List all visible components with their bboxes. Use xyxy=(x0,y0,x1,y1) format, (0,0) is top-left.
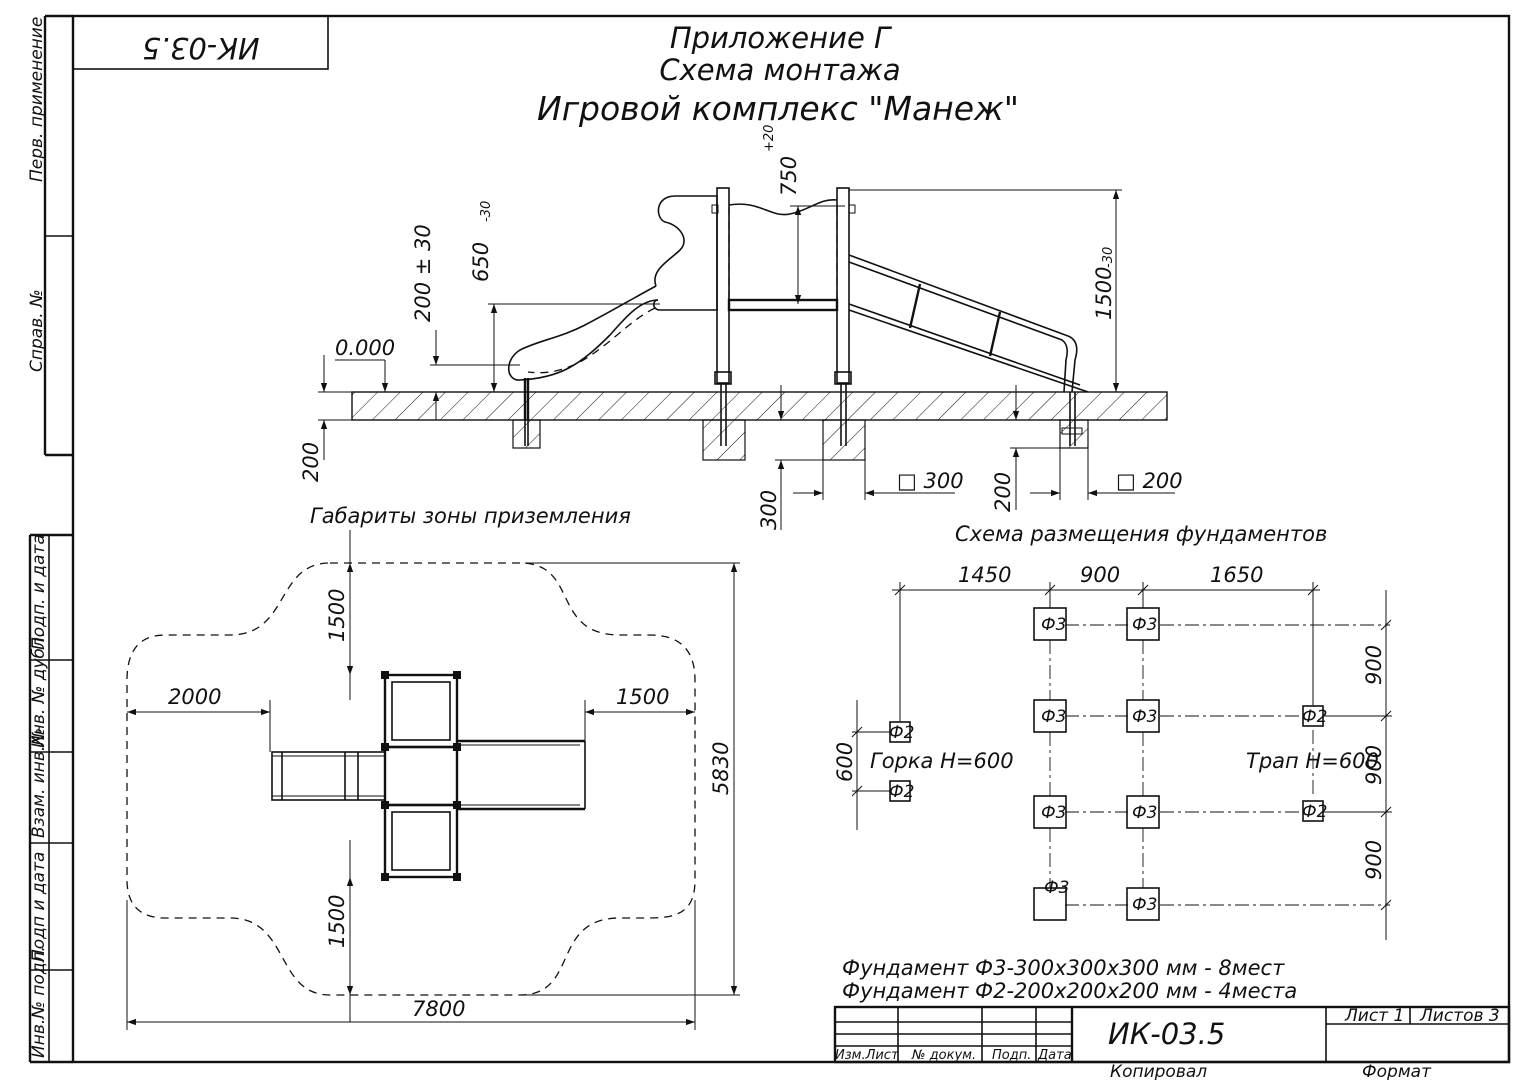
dim-1450: 1450 xyxy=(958,563,1011,587)
dim-1500-tol: -30 xyxy=(1101,247,1116,268)
elevation-dimensions: 200 0.000 200 ± 30 650 -30 750 +20 1500 … xyxy=(299,125,1183,530)
dim-900-r2: 900 xyxy=(1362,745,1386,785)
title-block: ИК-03.5 Изм.Лист № докум. Подп. Дата Лис… xyxy=(833,1005,1511,1064)
label-slide: Горка H=600 xyxy=(870,749,1014,773)
side-label-podp-data-2: Подп и дата xyxy=(29,852,49,962)
dim-650: 650 xyxy=(469,242,493,282)
dim-200-right: 200 xyxy=(991,472,1015,512)
col-data: Дата xyxy=(1037,1048,1072,1063)
f2-label: Ф2 xyxy=(1302,802,1327,822)
sheet-count: Листов 3 xyxy=(1419,1006,1500,1026)
col-podp: Подп. xyxy=(992,1048,1031,1063)
dim-200-left: 200 xyxy=(299,442,323,482)
landing-zone-outline xyxy=(126,562,696,996)
drawing-title: Приложение Г Схема монтажа Игровой компл… xyxy=(537,21,1019,128)
dim-1500-right: 1500 xyxy=(616,685,669,709)
slide-structure xyxy=(507,195,718,446)
dim-1650: 1650 xyxy=(1210,563,1263,587)
dim-200-pm30: 200 ± 30 xyxy=(411,224,435,322)
side-label-perv-primenenie: Перв. применение xyxy=(27,17,47,182)
dim-900-r1: 900 xyxy=(1362,645,1386,685)
dim-900-r3: 900 xyxy=(1362,840,1386,880)
title-block-code: ИК-03.5 xyxy=(1108,1017,1225,1051)
side-label-podp-data-1: Подп. и дата xyxy=(29,534,49,650)
zero-mark: 0.000 xyxy=(335,336,395,360)
foundation-axes xyxy=(1049,624,1390,906)
side-label-inv-dubl: Инв. № дубл. xyxy=(29,632,49,748)
f2-label: Ф2 xyxy=(889,782,914,802)
foundation-plan-title: Схема размещения фундаментов xyxy=(955,522,1327,546)
dim-2000: 2000 xyxy=(168,685,221,709)
foundation-f3-set: Ф3 Ф3 Ф3 Ф3 Ф3 Ф3 Ф3 Ф3 xyxy=(1033,607,1160,921)
landing-zone-dimensions: 1500 2000 1500 5830 1500 7800 xyxy=(126,530,740,1030)
ground-section xyxy=(351,391,1168,421)
dim-900-top: 900 xyxy=(1080,563,1120,587)
dim-sq200: □ 200 xyxy=(1116,469,1183,493)
dim-750: 750 xyxy=(777,156,801,196)
stamp-box: ИК-03.5 xyxy=(72,15,329,70)
f3-label: Ф3 xyxy=(1044,878,1069,898)
side-labels: Перв. применение Справ. № Подп. и дата И… xyxy=(27,17,49,1058)
label-ramp: Трап H=600 xyxy=(1246,749,1379,773)
complex-plan xyxy=(271,671,586,881)
note-line1: Фундамент Ф3-300х300х300 мм - 8мест xyxy=(842,956,1285,980)
dim-1500: 1500 xyxy=(1092,267,1116,320)
ramp-structure xyxy=(848,254,1089,446)
label-format: Формат xyxy=(1362,1062,1432,1080)
foundation-plan: Схема размещения фундаментов Ф3 Ф3 Ф3 xyxy=(833,522,1392,940)
foundation-pits xyxy=(512,419,1089,461)
dim-750-tol: +20 xyxy=(762,125,777,152)
title-line3: Игровой комплекс "Манеж" xyxy=(537,89,1019,128)
dim-300: 300 xyxy=(757,490,781,530)
stamp-code: ИК-03.5 xyxy=(142,31,259,65)
f2-label: Ф2 xyxy=(889,723,914,743)
f2-label: Ф2 xyxy=(1302,707,1327,727)
f3-label: Ф3 xyxy=(1041,803,1066,823)
f3-label: Ф3 xyxy=(1132,803,1157,823)
title-line1: Приложение Г xyxy=(670,21,893,55)
landing-zone-plan: Габариты зоны приземления xyxy=(126,504,740,1030)
dim-1500-bottom: 1500 xyxy=(325,895,349,948)
elevation-view: 200 0.000 200 ± 30 650 -30 750 +20 1500 … xyxy=(299,125,1183,530)
dim-5830: 5830 xyxy=(709,742,733,795)
f3-label: Ф3 xyxy=(1041,707,1066,727)
f3-label: Ф3 xyxy=(1132,615,1157,635)
sheet-number: Лист 1 xyxy=(1344,1006,1404,1026)
sheet-frame xyxy=(28,14,1511,1064)
side-label-vzam-inv: Взам. инв.№ xyxy=(29,728,49,838)
f3-label: Ф3 xyxy=(1132,895,1157,915)
dim-sq300: □ 300 xyxy=(897,469,964,493)
foundation-notes: Фундамент Ф3-300х300х300 мм - 8мест Фунд… xyxy=(842,956,1297,1003)
dim-7800: 7800 xyxy=(412,997,465,1021)
frame-posts xyxy=(711,187,856,446)
title-line2: Схема монтажа xyxy=(659,53,900,87)
side-label-inv-podl: Инв.№ подл. xyxy=(29,946,49,1058)
note-line2: Фундамент Ф2-200х200х200 мм - 4места xyxy=(842,979,1297,1003)
foundation-dimensions: 1450 900 1650 900 900 900 600 xyxy=(833,563,1392,940)
col-izm-list: Изм.Лист xyxy=(835,1048,899,1063)
side-label-sprav-no: Справ. № xyxy=(27,289,47,372)
f3-label: Ф3 xyxy=(1041,615,1066,635)
dim-1500-top: 1500 xyxy=(325,589,349,642)
col-dokum: № докум. xyxy=(911,1048,976,1063)
dim-600: 600 xyxy=(833,742,857,782)
landing-zone-title: Габариты зоны приземления xyxy=(310,504,631,528)
f3-label: Ф3 xyxy=(1132,707,1157,727)
label-kopiroval: Копировал xyxy=(1110,1062,1207,1080)
dim-650-tol: -30 xyxy=(479,201,494,222)
